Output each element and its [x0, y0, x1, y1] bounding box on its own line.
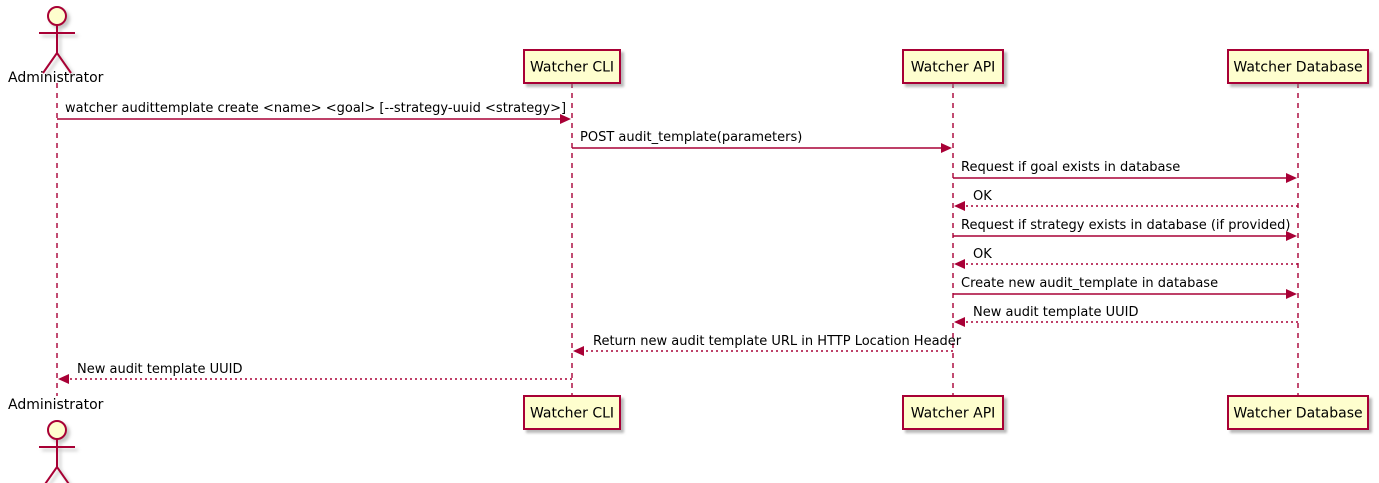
- participant-box-watcher-cli-bottom[interactable]: Watcher CLI: [523, 395, 621, 430]
- message-arrowhead: [560, 114, 571, 124]
- message-label: OK: [973, 189, 992, 204]
- message-label: Return new audit template URL in HTTP Lo…: [593, 334, 962, 349]
- message-label: OK: [973, 247, 992, 262]
- message-2: POST audit_template(parameters): [572, 130, 952, 153]
- message-8: New audit template UUID: [954, 305, 1298, 327]
- participant-label-watcher-api: Watcher API: [911, 60, 996, 76]
- message-label: Request if goal exists in database: [961, 160, 1180, 175]
- message-arrowhead: [1286, 231, 1297, 241]
- message-label: watcher audittemplate create <name> <goa…: [65, 101, 566, 116]
- message-5: Request if strategy exists in database (…: [953, 218, 1297, 241]
- message-7: Create new audit_template in database: [953, 276, 1297, 299]
- message-1: watcher audittemplate create <name> <goa…: [57, 101, 571, 124]
- message-label: Request if strategy exists in database (…: [961, 218, 1290, 233]
- actor-leg-right: [56, 52, 72, 74]
- participant-box-rect[interactable]: [902, 395, 1004, 430]
- participant-box-watcher-api-bottom[interactable]: Watcher API: [902, 395, 1004, 430]
- message-label: New audit template UUID: [973, 305, 1138, 320]
- lifelines-group: [56, 83, 1299, 396]
- message-arrowhead: [573, 346, 584, 356]
- participant-label-watcher-database: Watcher Database: [1233, 60, 1362, 76]
- message-arrowhead: [58, 374, 69, 384]
- message-3: Request if goal exists in database: [953, 160, 1297, 183]
- message-arrowhead: [1286, 173, 1297, 183]
- participant-label-watcher-api: Watcher API: [911, 406, 996, 422]
- message-10: New audit template UUID: [58, 362, 572, 384]
- participant-box-rect[interactable]: [523, 395, 621, 430]
- participant-label-watcher-database: Watcher Database: [1233, 406, 1362, 422]
- message-6: OK: [954, 247, 1298, 269]
- participant-label-watcher-cli: Watcher CLI: [530, 60, 614, 76]
- message-arrowhead: [954, 259, 965, 269]
- participant-box-rect[interactable]: [1227, 395, 1369, 430]
- message-label: New audit template UUID: [77, 362, 242, 377]
- participant-label-watcher-cli: Watcher CLI: [530, 406, 614, 422]
- message-label: POST audit_template(parameters): [580, 130, 802, 145]
- message-arrowhead: [954, 201, 965, 211]
- message-9: Return new audit template URL in HTTP Lo…: [573, 334, 962, 356]
- message-arrowhead: [941, 143, 952, 153]
- participant-box-rect[interactable]: [902, 49, 1004, 84]
- actor-leg-right: [56, 466, 70, 483]
- participant-box-rect[interactable]: [1227, 49, 1369, 84]
- participant-label-administrator-bottom: Administrator: [8, 397, 104, 413]
- message-4: OK: [954, 189, 1298, 211]
- participant-box-watcher-api-top[interactable]: Watcher API: [902, 49, 1004, 84]
- participant-box-rect[interactable]: [523, 49, 621, 84]
- actor-head-icon: [47, 420, 67, 440]
- actor-leg-left: [42, 52, 58, 74]
- participant-box-watcher-database-top[interactable]: Watcher Database: [1227, 49, 1369, 84]
- message-label: Create new audit_template in database: [961, 276, 1218, 291]
- actor-head-icon: [47, 6, 67, 26]
- participant-box-watcher-cli-top[interactable]: Watcher CLI: [523, 49, 621, 84]
- message-arrowhead: [1286, 289, 1297, 299]
- actor-administrator-bottom: [39, 420, 75, 483]
- participant-label-administrator-top: Administrator: [8, 70, 104, 86]
- actor-leg-left: [44, 466, 58, 483]
- messages-group: watcher audittemplate create <name> <goa…: [57, 101, 1298, 384]
- participant-box-watcher-database-bottom[interactable]: Watcher Database: [1227, 395, 1369, 430]
- actor-administrator-top: [39, 6, 75, 74]
- message-arrowhead: [954, 317, 965, 327]
